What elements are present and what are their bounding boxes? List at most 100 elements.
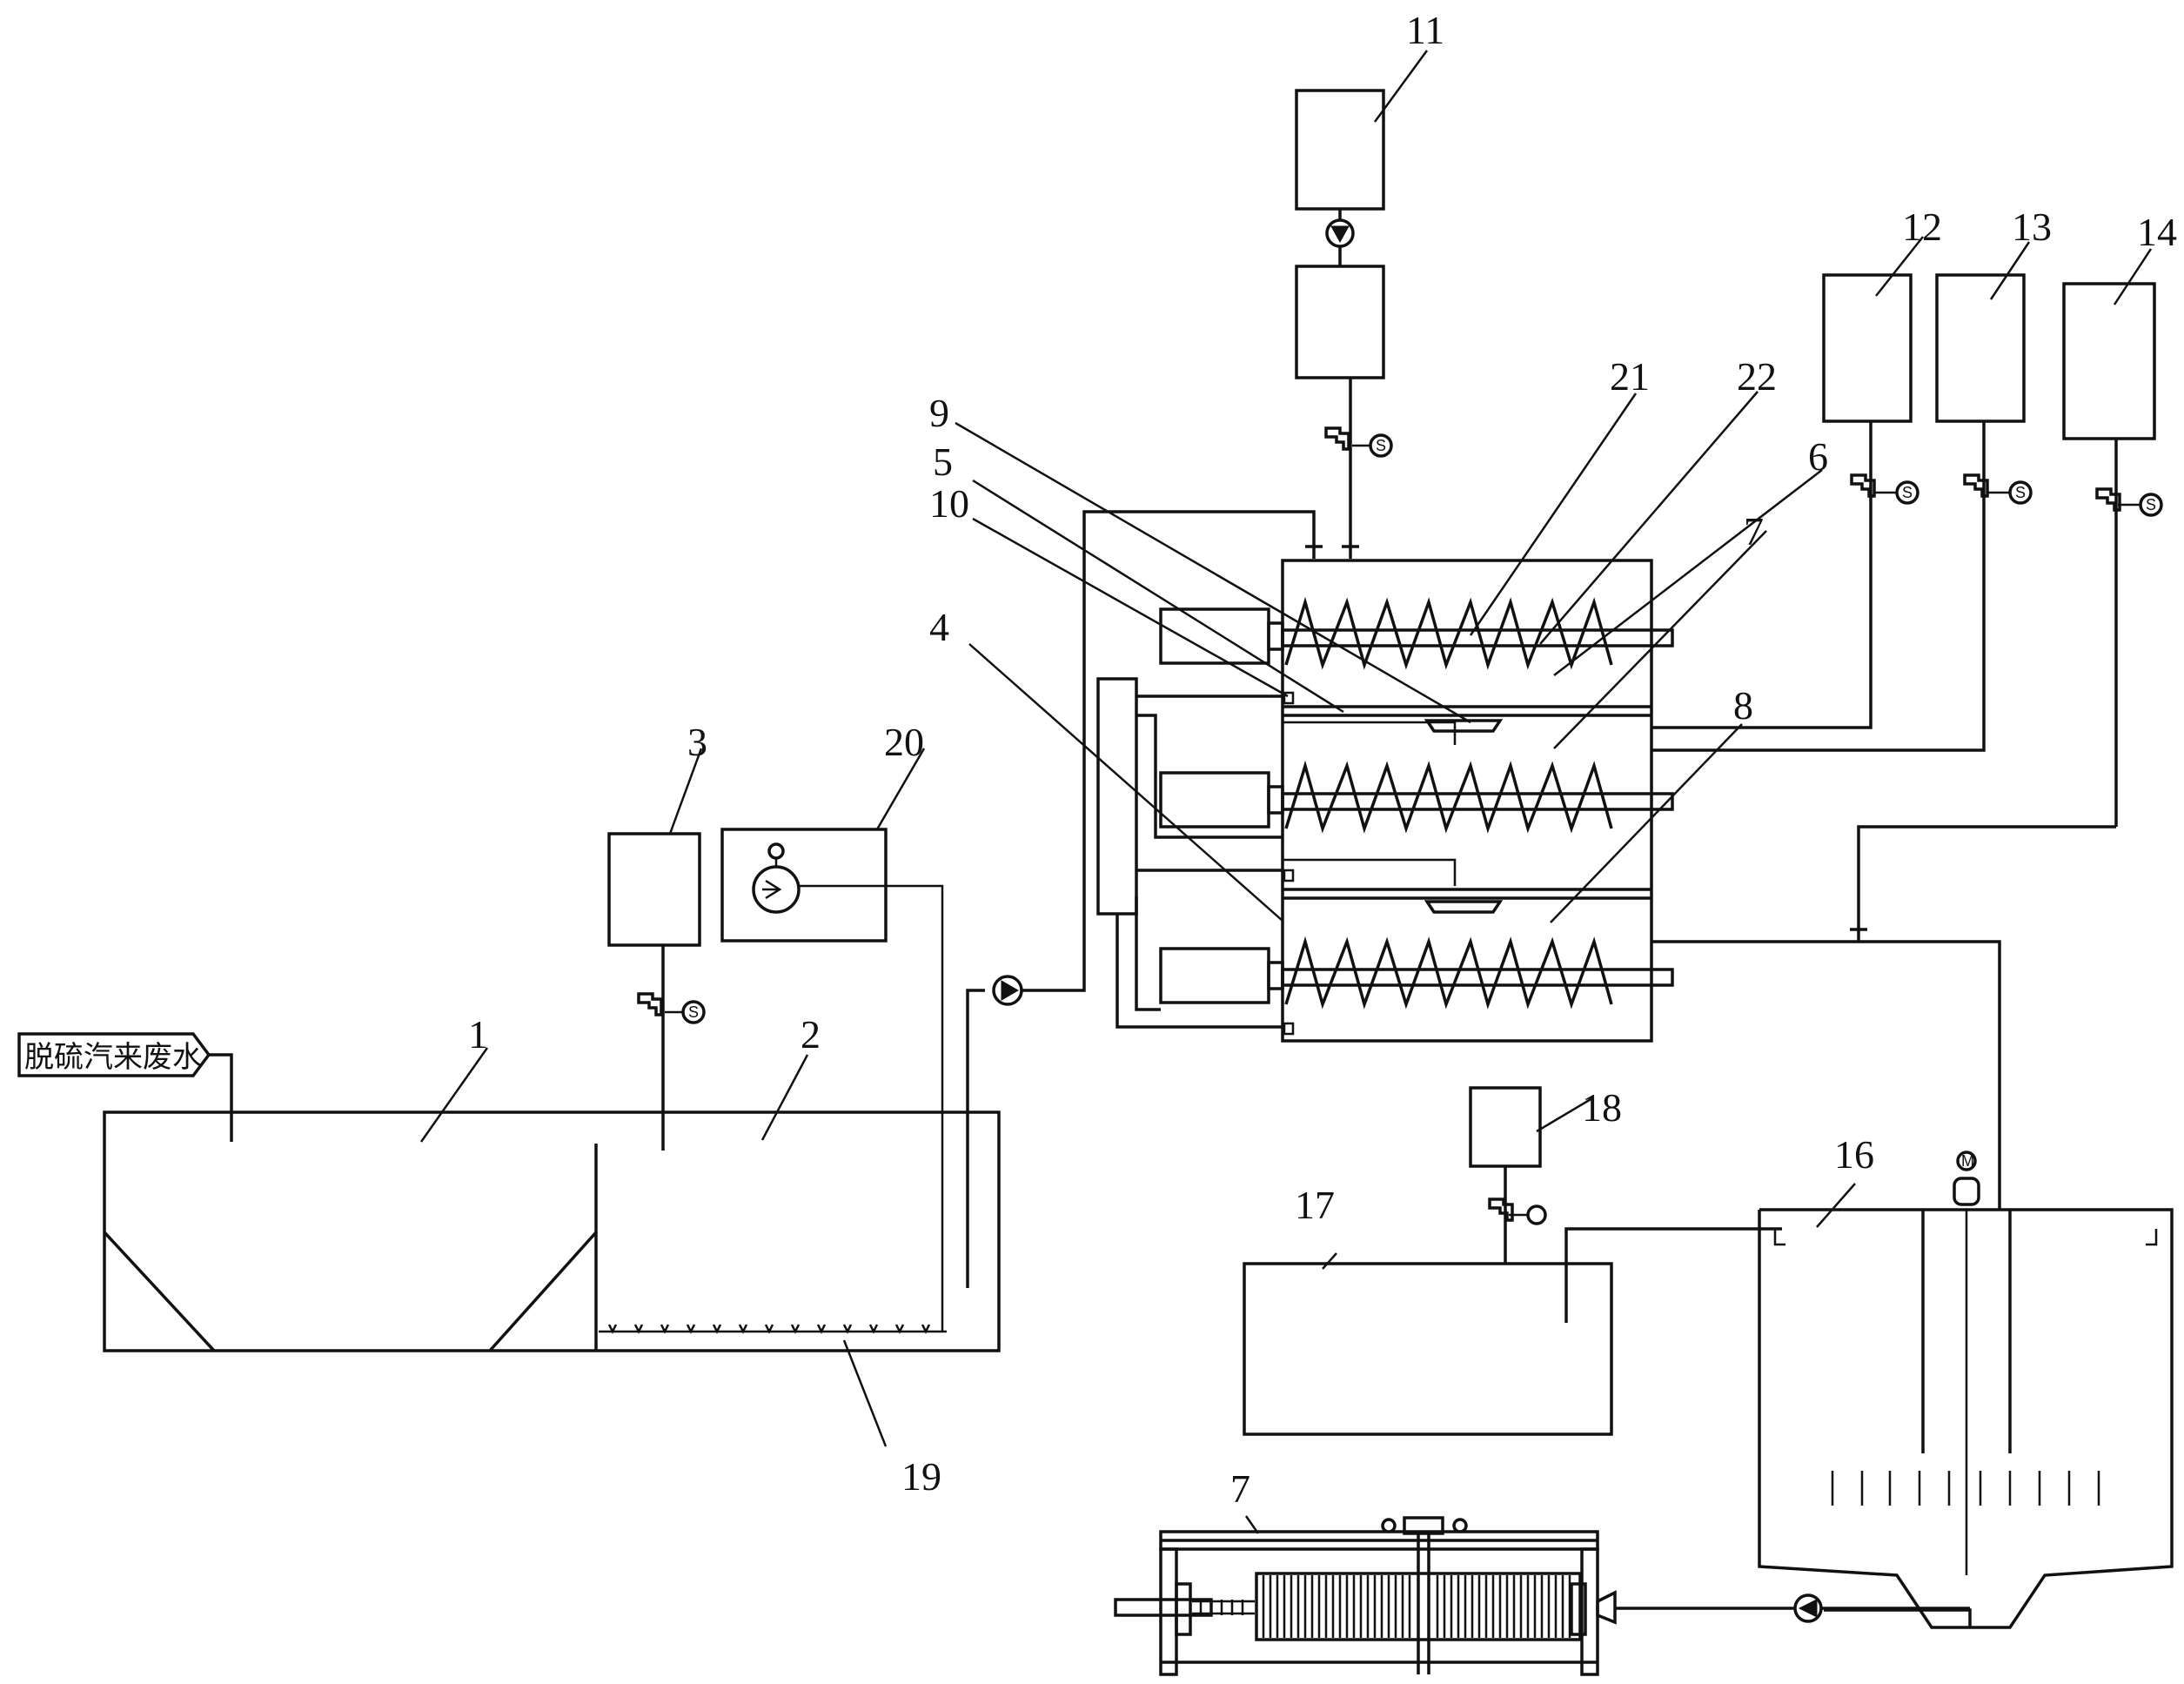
leader-22: [1539, 391, 1759, 645]
leader-17: [1322, 1252, 1337, 1270]
overflow-to-17: [1564, 1227, 1782, 1323]
dosing-tank-18: [1469, 1086, 1593, 1264]
label-2: 2: [801, 1012, 821, 1057]
distribution-manifold: [1096, 677, 1138, 916]
label-6: 6: [1808, 434, 1828, 479]
pipe-to-12: [1651, 493, 1872, 729]
label-1: 1: [468, 1012, 488, 1057]
baffle-9: [1424, 719, 1504, 733]
leader-3: [668, 748, 703, 835]
label-4: 4: [929, 605, 949, 649]
label-3: 3: [687, 720, 707, 764]
label-9: 9: [929, 391, 949, 435]
overflow-pipe-1: [1283, 721, 1457, 745]
leader-18: [1536, 1097, 1593, 1133]
leader-9: [955, 421, 1471, 724]
leader-16: [1816, 1183, 1856, 1228]
leader-10: [972, 517, 1289, 698]
label-13: 13: [2012, 205, 2052, 249]
tank-16-weir-left: [1773, 1229, 1785, 1246]
tank-11-lower: [1295, 265, 1385, 379]
solenoid-valve-3: S: [637, 992, 706, 1024]
baffle-lower: [1424, 900, 1504, 914]
feed-pipe: [1022, 510, 1316, 992]
svg-text:S: S: [2146, 496, 2156, 513]
settling-tank-16: M: [1564, 1151, 2174, 1629]
solenoid-valve-11: S: [1324, 426, 1393, 458]
reactor-leaders: [419, 391, 1823, 1143]
inlet-pipe: [209, 1053, 233, 1142]
lift-pump-line: [966, 510, 1323, 1288]
callout-numbers: 1 2 3 4 5 6 7 8 9 10 11 12 13 14 16 17 1…: [468, 8, 2177, 1511]
label-7: 7: [1744, 509, 1764, 554]
label-12: 12: [1902, 205, 1942, 249]
label-17: 17: [1295, 1183, 1335, 1227]
suction-pipe: [966, 989, 985, 1288]
tank-16-body: [1758, 1208, 2174, 1629]
tank-13: [1935, 273, 2026, 423]
inlet-tag-shape: [17, 1032, 211, 1077]
filter-plates: [1255, 1572, 1582, 1641]
label-18: 18: [1582, 1085, 1622, 1130]
leader-13: [1989, 241, 2031, 300]
dosing-tank-11: S: [1295, 50, 1429, 559]
overflow-pipe-2: [1283, 858, 1457, 886]
label-8: 8: [1733, 683, 1753, 728]
leader-20: [875, 748, 926, 830]
tank-17-body: [1243, 1262, 1613, 1436]
dosing-tank-12: S: [1822, 236, 1924, 505]
leader-6: [1553, 469, 1823, 676]
inlet-label: 脱硫汽来废水: [24, 1040, 202, 1075]
tank-18: [1469, 1086, 1542, 1168]
tanks-1-2: [103, 1110, 1001, 1447]
label-22: 22: [1737, 354, 1777, 399]
tank-16-weir-right: [2146, 1229, 2158, 1246]
tank-11: [1295, 89, 1385, 211]
tank-17: [1243, 1252, 1613, 1436]
valve-3-symbol: S: [688, 1003, 699, 1021]
svg-text:S: S: [2015, 484, 2026, 501]
tank-14: [2062, 282, 2156, 440]
aeration-diffusers: [607, 1324, 931, 1334]
leader-12: [1875, 236, 1924, 297]
tank-1-slope-right: [488, 1231, 598, 1352]
tank-3: [607, 832, 701, 947]
tank-12: [1822, 273, 1913, 423]
leader-4: [968, 643, 1283, 922]
leader-2: [760, 1054, 809, 1141]
sludge-line: [1824, 1608, 1972, 1627]
leader-5: [972, 479, 1344, 714]
label-16: 16: [1834, 1132, 1874, 1177]
air-pipe: [799, 884, 944, 1332]
leader-11: [1373, 50, 1429, 123]
label-5: 5: [933, 439, 953, 484]
leader-7b: [1244, 1515, 1260, 1534]
leader-19: [842, 1339, 888, 1447]
leader-21: [1469, 392, 1638, 636]
svg-text:S: S: [1376, 437, 1386, 454]
label-19: 19: [901, 1454, 941, 1499]
motor-16-symbol: M: [1961, 1152, 1974, 1170]
filter-press-inlet: [1596, 1590, 1617, 1625]
label-10: 10: [929, 481, 969, 526]
label-20: 20: [884, 720, 924, 764]
leader-8: [1550, 723, 1743, 923]
screw-conveyor-1: [1159, 596, 1674, 670]
leader-1: [419, 1047, 489, 1143]
dosing-tank-3: S: [607, 748, 706, 1112]
tank-16-scrapers: [1831, 1471, 2100, 1506]
port-10: [1283, 691, 1295, 705]
reactor-outlet: [1651, 940, 2001, 1210]
leader-7: [1553, 530, 1767, 749]
label-7b: 7: [1230, 1466, 1250, 1511]
screw-conveyor-3: [1159, 936, 1674, 1010]
dosing-tank-14: S: [1850, 248, 2163, 942]
dosing-tank-13: S: [1935, 241, 2033, 505]
tank-1-slope-left: [103, 1231, 216, 1352]
blower-20: [720, 748, 944, 1332]
label-11: 11: [1406, 8, 1444, 52]
filter-press: [1114, 1515, 1970, 1676]
tank-1-2-outline: [103, 1110, 1001, 1352]
reactor: [1096, 493, 2001, 1210]
